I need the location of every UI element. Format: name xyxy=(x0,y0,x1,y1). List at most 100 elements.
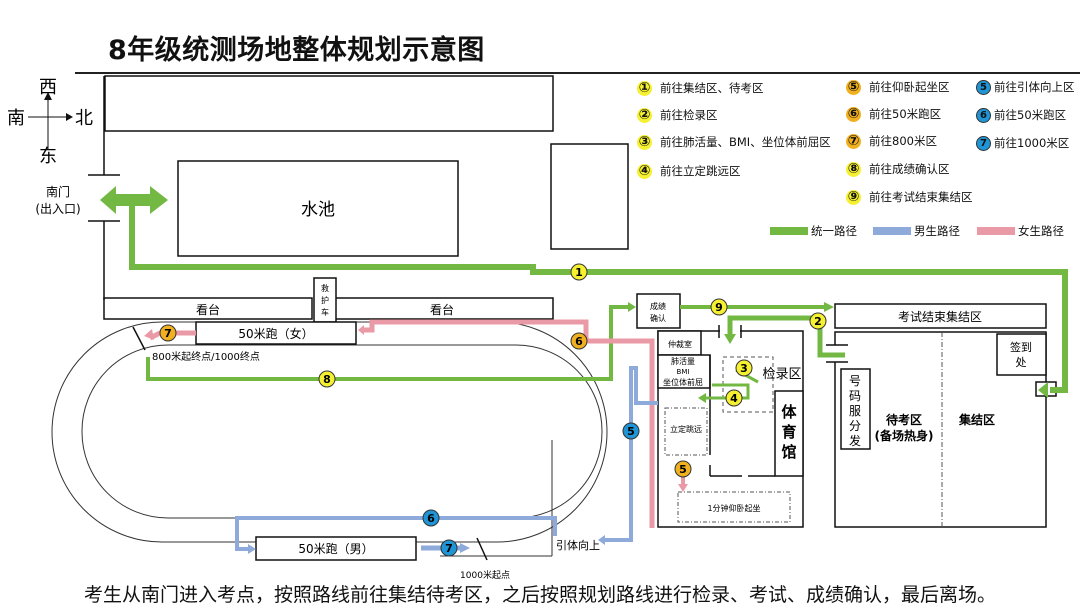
svg-text:5: 5 xyxy=(679,463,687,476)
referee-room xyxy=(657,330,702,356)
legend-path-unified: 统一路径 xyxy=(770,223,857,239)
sprint-boys xyxy=(255,536,417,561)
marker-5-orange: 5 xyxy=(674,460,692,478)
footer-note: 考生从南门进入考点，按照路线前往集结待考区，之后按照规划路线进行检录、考试、成绩… xyxy=(83,584,996,606)
swatch-pink xyxy=(977,227,1015,235)
start-1000-label: 1000米起点 xyxy=(460,569,510,581)
svg-text:1分钟仰卧起坐: 1分钟仰卧起坐 xyxy=(707,503,760,513)
track-inner xyxy=(81,344,603,519)
svg-text:确认: 确认 xyxy=(650,313,666,323)
route-blue-5 xyxy=(604,366,658,542)
marker-7-orange: 7 xyxy=(159,324,177,342)
track-outer xyxy=(51,321,608,543)
situp-area xyxy=(677,491,791,523)
marker-5-blue: 5 xyxy=(622,422,640,440)
warmup-label: (备场热身) xyxy=(875,428,934,443)
sprint-boys-label: 50米跑（男） xyxy=(298,542,373,556)
marker-9: 9 xyxy=(710,298,728,316)
marker-4: 4 xyxy=(725,389,743,407)
page-title: 8年级统测场地整体规划示意图 xyxy=(108,35,485,66)
svg-text:2: 2 xyxy=(814,315,822,328)
route-green-2 xyxy=(727,315,845,358)
svg-text:成绩: 成绩 xyxy=(650,301,666,311)
svg-text:BMI: BMI xyxy=(677,368,690,376)
routes xyxy=(100,186,1068,554)
legend-path-boys: 男生路径 xyxy=(873,223,960,239)
route-green-8 xyxy=(146,305,630,381)
gate-arrow-icon xyxy=(100,186,168,214)
svg-text:处: 处 xyxy=(1016,356,1027,369)
svg-text:3: 3 xyxy=(740,362,748,375)
marker-8: 8 xyxy=(318,370,336,388)
swatch-blue xyxy=(873,227,911,235)
svg-text:仲裁室: 仲裁室 xyxy=(668,339,692,349)
svg-text:立定跳远: 立定跳远 xyxy=(670,424,702,434)
svg-text:坐位体前屈: 坐位体前屈 xyxy=(663,377,703,387)
svg-text:5: 5 xyxy=(627,425,635,438)
svg-text:9: 9 xyxy=(715,301,723,314)
signin-desk xyxy=(996,333,1047,376)
pool-label: 水池 xyxy=(301,200,335,220)
svg-text:救: 救 xyxy=(321,283,329,293)
svg-text:码: 码 xyxy=(849,389,861,403)
svg-text:发: 发 xyxy=(849,433,861,448)
gate-label: 南门 xyxy=(46,184,70,199)
stand-right-label: 看台 xyxy=(430,302,454,317)
svg-text:8: 8 xyxy=(323,373,331,386)
sprint-girls-label: 50米跑（女） xyxy=(238,326,313,341)
start-line-1000 xyxy=(476,537,488,561)
legend-path-girls: 女生路径 xyxy=(977,223,1064,239)
compass: 西 南 北 东 xyxy=(7,77,93,167)
route-pink xyxy=(362,319,655,528)
route-green-1 xyxy=(129,200,1068,393)
end-assembly-area xyxy=(834,303,1047,329)
compass-west: 西 xyxy=(39,77,57,98)
svg-text:体: 体 xyxy=(781,403,797,421)
svg-text:6: 6 xyxy=(575,335,583,348)
marker-7-blue: 7 xyxy=(440,539,458,557)
compass-north: 北 xyxy=(75,108,93,129)
compass-south: 南 xyxy=(7,108,25,129)
gate-sublabel: (出入口) xyxy=(35,202,80,216)
svg-text:6: 6 xyxy=(427,512,435,525)
score-confirm xyxy=(636,293,681,329)
marker-6-blue: 6 xyxy=(422,509,440,527)
svg-text:分: 分 xyxy=(849,419,861,433)
svg-text:7: 7 xyxy=(445,542,453,555)
svg-text:育: 育 xyxy=(781,423,796,441)
long-jump-area xyxy=(664,407,708,456)
start-800-label: 800米起终点/1000终点 xyxy=(152,350,260,363)
checkin-label: 检录区 xyxy=(762,367,801,382)
compass-east: 东 xyxy=(39,146,57,167)
marker-2: 2 xyxy=(809,312,827,330)
svg-text:4: 4 xyxy=(730,392,738,405)
building-north xyxy=(104,75,554,132)
assembly-zone xyxy=(834,331,1047,528)
bib-distribution xyxy=(840,368,871,450)
svg-text:护: 护 xyxy=(321,295,329,305)
end-assembly-label: 考试结束集结区 xyxy=(898,309,982,324)
route-blue-6 xyxy=(235,516,557,551)
svg-text:号: 号 xyxy=(849,374,861,388)
pool xyxy=(177,160,459,257)
svg-text:1: 1 xyxy=(575,266,583,279)
svg-text:肺活量: 肺活量 xyxy=(671,356,695,366)
marker-6-orange: 6 xyxy=(570,332,588,350)
swatch-green xyxy=(770,227,808,235)
stand-left xyxy=(103,297,313,320)
svg-text:车: 车 xyxy=(321,307,329,317)
start-line-800 xyxy=(132,326,146,351)
title-underline xyxy=(75,72,1080,74)
